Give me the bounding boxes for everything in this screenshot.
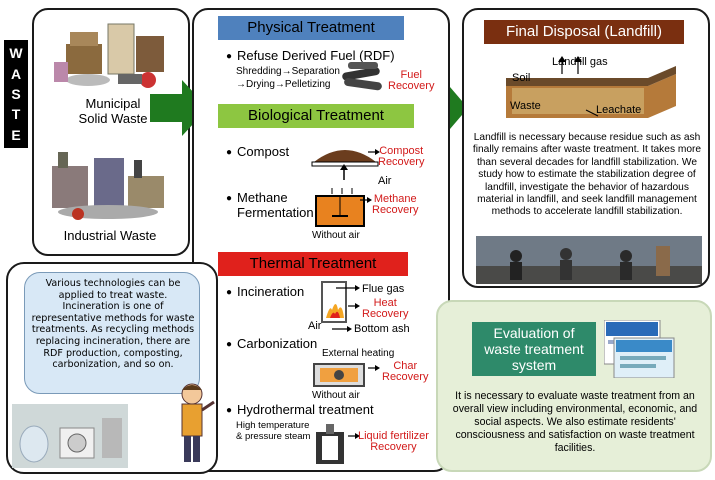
high-temp-steam-label: High temperature & pressure steam <box>236 420 311 442</box>
industrial-waste-image <box>52 152 164 220</box>
carbonization-without-air-label: Without air <box>312 390 360 401</box>
arrow-right-icon <box>336 285 360 291</box>
thermal-treatment-header: Thermal Treatment <box>218 252 408 276</box>
methane-recovery-label: Methane Recovery <box>372 193 419 216</box>
waste-vertical-label: W A S T E <box>4 40 28 148</box>
char-recovery-label: Char Recovery <box>382 360 429 383</box>
lab-equipment-image <box>12 404 128 468</box>
heat-recovery-label: Heat Recovery <box>362 297 409 320</box>
speech-text: Various technologies can be applied to t… <box>31 278 195 371</box>
compost-recovery-label: Compost Recovery <box>378 145 425 168</box>
field-work-photo <box>476 236 702 284</box>
rdf-label: Refuse Derived Fuel (RDF) <box>226 48 395 64</box>
compost-label: Compost <box>226 144 289 160</box>
incineration-label: Incineration <box>226 284 304 300</box>
methane-digester-icon <box>315 188 365 227</box>
waste-letter: T <box>11 106 21 123</box>
municipal-waste-image <box>54 23 164 88</box>
landfill-waste-label: Waste <box>510 100 541 112</box>
evaluation-description: It is necessary to evaluate waste treatm… <box>452 390 698 454</box>
evaluation-book-covers-image <box>604 320 675 378</box>
rdf-steps-2: →Drying→Pelletizing <box>236 79 331 90</box>
compost-air-label: Air <box>378 175 392 187</box>
landfill-description: Landfill is necessary because residue su… <box>472 132 702 218</box>
arrow-right-icon <box>368 365 380 371</box>
leachate-label: Leachate <box>596 104 642 116</box>
evaluation-header: Evaluation of waste treatment system <box>472 322 596 376</box>
hydrothermal-label: Hydrothermal treatment <box>226 402 374 418</box>
presenter-character-icon <box>181 383 215 462</box>
municipal-waste-label: Municipal Solid Waste <box>78 96 148 126</box>
incinerator-icon <box>321 281 347 323</box>
industrial-waste-label: Industrial Waste <box>63 228 157 243</box>
biological-treatment-header: Biological Treatment <box>218 104 414 128</box>
incineration-air-label: Air <box>308 320 322 332</box>
speech-bubble <box>24 272 200 394</box>
arrow-right-icon <box>348 433 360 439</box>
compost-pile-icon <box>311 150 379 180</box>
methane-without-air-label: Without air <box>312 230 360 241</box>
landfill-cross-section-image <box>506 56 676 118</box>
external-heating-label: External heating <box>322 348 395 359</box>
methane-label: Methane Fermentation <box>226 190 314 220</box>
physical-treatment-header: Physical Treatment <box>218 16 404 40</box>
carbonization-label: Carbonization <box>226 336 317 352</box>
fuel-pellets-image <box>342 62 382 91</box>
treatment-panel <box>192 8 450 472</box>
flue-gas-label: Flue gas <box>362 283 405 295</box>
hydrothermal-reactor-icon <box>316 424 344 464</box>
arrow-right-icon <box>368 149 380 155</box>
waste-letter: W <box>9 45 23 62</box>
waste-letter: E <box>11 126 21 143</box>
carbonizer-icon <box>313 363 365 387</box>
landfill-header: Final Disposal (Landfill) <box>484 20 684 44</box>
waste-letter: S <box>11 85 21 102</box>
arrow-right-icon <box>360 197 372 203</box>
methane-text: Methane Fermentation <box>237 190 314 220</box>
soil-label: Soil <box>512 72 531 84</box>
waste-letter: A <box>10 65 22 82</box>
arrow-right-icon <box>332 326 352 332</box>
bottom-ash-label: Bottom ash <box>354 323 410 335</box>
rdf-steps-1: Shredding→Separation <box>236 66 340 77</box>
liquid-fertilizer-recovery-label: Liquid fertilizer Recovery <box>358 430 429 453</box>
arrow-right-icon <box>348 303 360 309</box>
landfill-gas-label: Landfill gas <box>552 56 608 68</box>
fuel-recovery-label: Fuel Recovery <box>388 69 435 92</box>
